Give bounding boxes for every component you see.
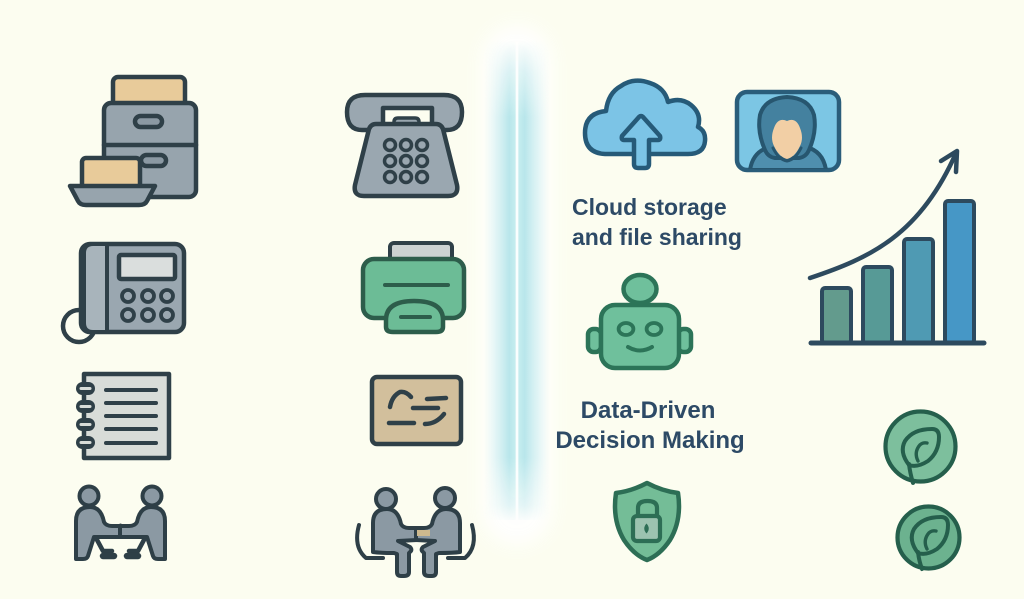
svg-text:Decision Making: Decision Making	[555, 427, 744, 454]
svg-text:Cloud storage: Cloud storage	[572, 194, 727, 220]
svg-text:and file sharing: and file sharing	[572, 224, 742, 250]
svg-text:Data-Driven: Data-Driven	[581, 397, 716, 424]
